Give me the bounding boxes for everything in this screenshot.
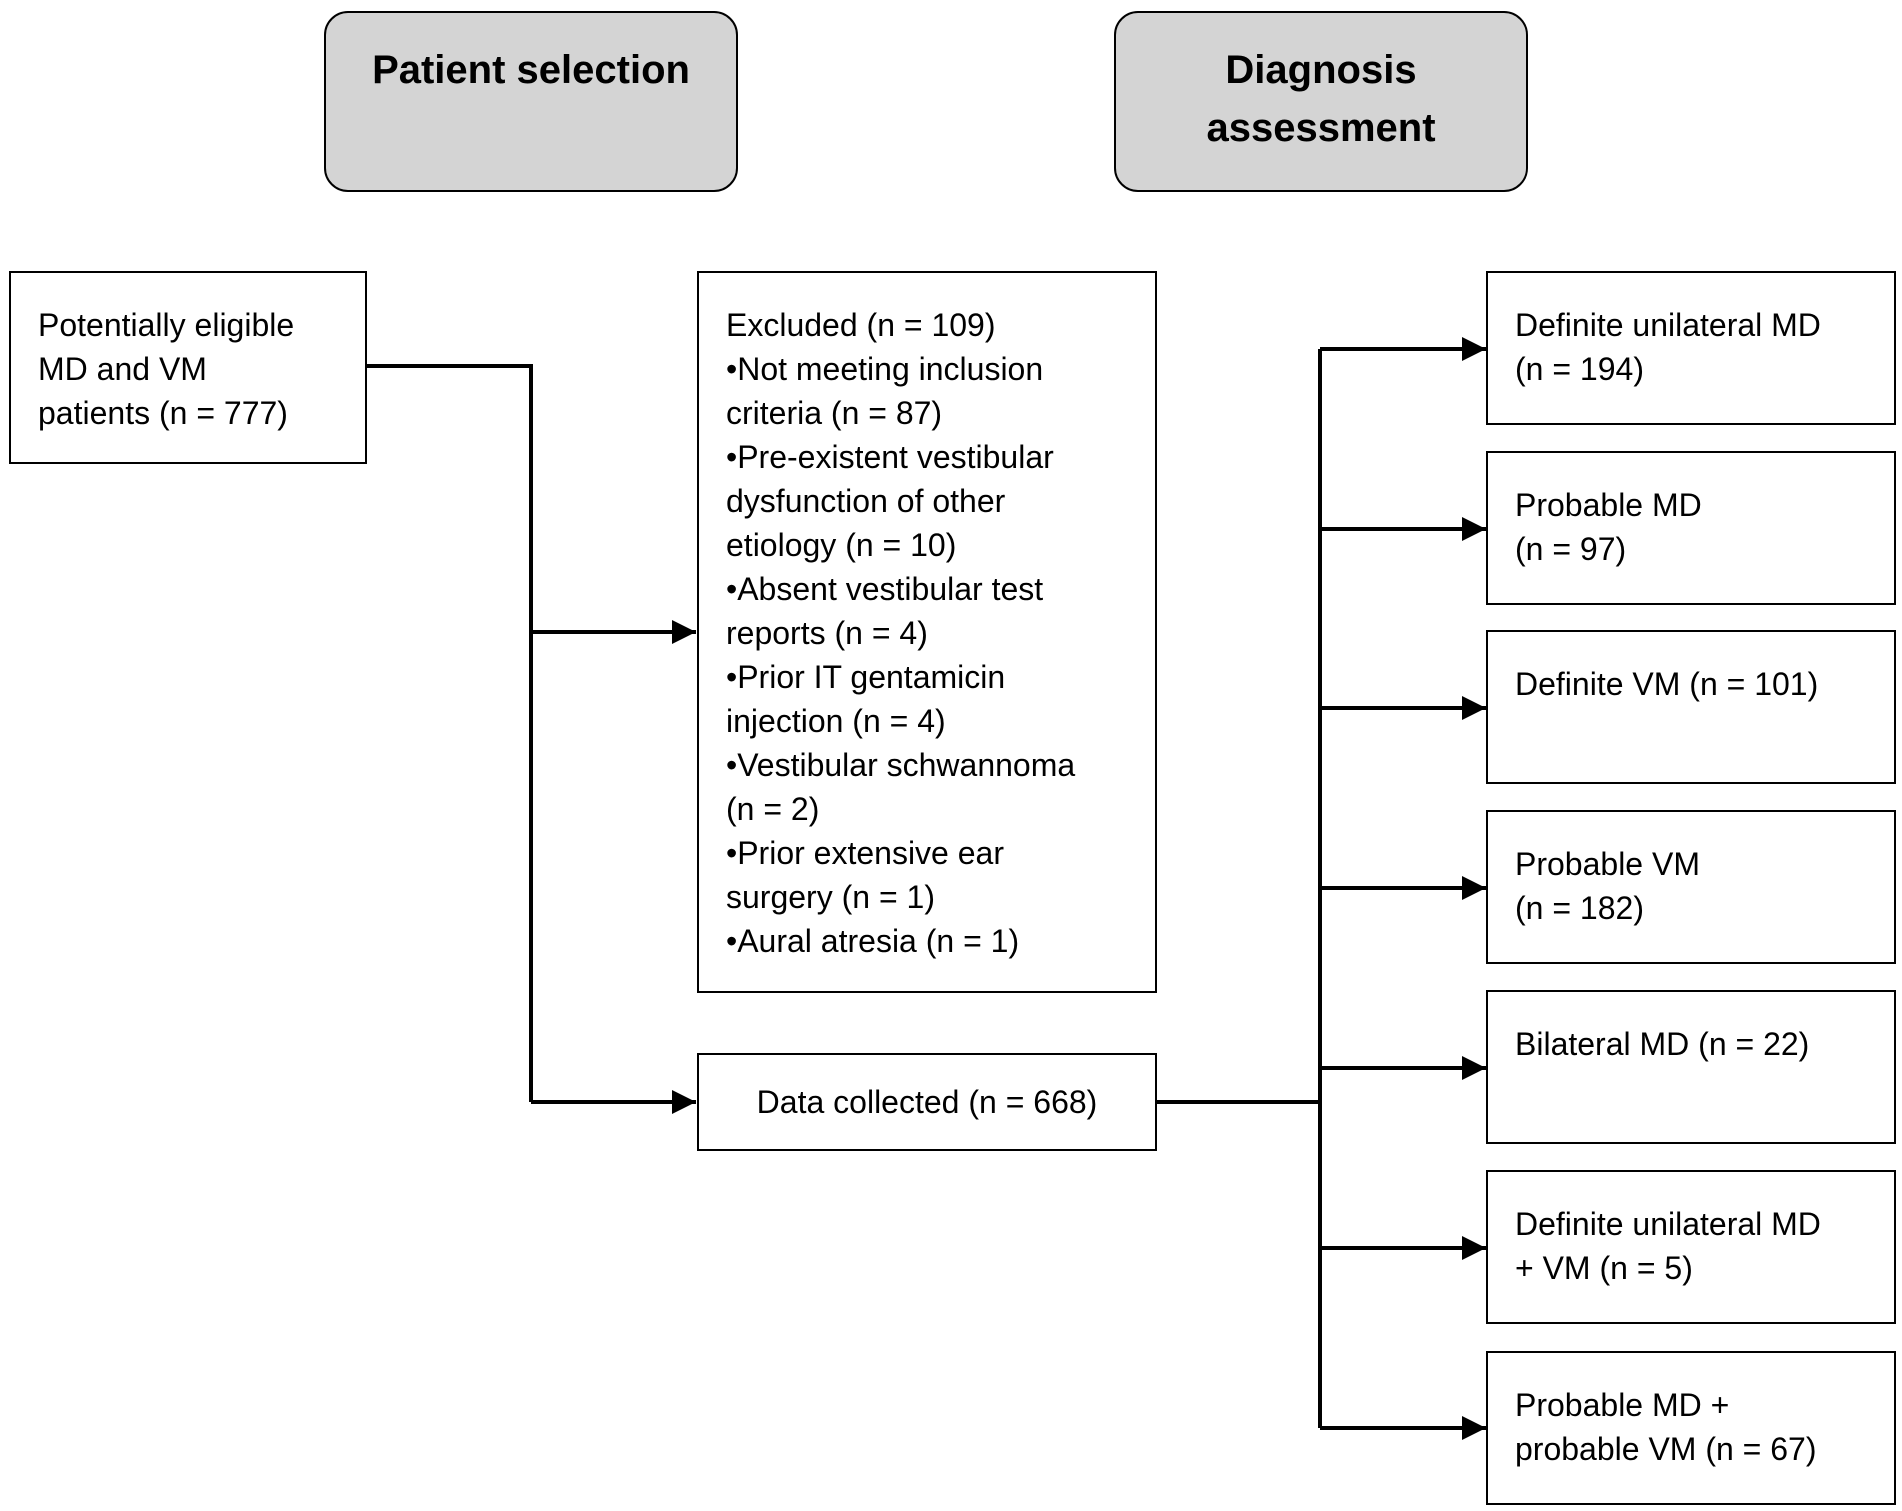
excluded-box: Excluded (n = 109) •Not meeting inclusio…: [697, 271, 1157, 993]
diagnosis-count: probable VM (n = 67): [1515, 1431, 1817, 1467]
eligible-connector: [366, 364, 533, 1102]
excluded-reason-line: •Prior IT gentamicin: [726, 659, 1006, 695]
diagnosis-box: Probable MD (n = 97): [1486, 451, 1896, 605]
diagnosis-label: Definite VM (n = 101): [1515, 666, 1819, 702]
diagnosis-box: Definite VM (n = 101): [1486, 630, 1896, 784]
diagnosis-count: (n = 182): [1515, 890, 1644, 926]
excluded-reason-line: •Not meeting inclusion: [726, 351, 1044, 387]
excluded-title: Excluded (n = 109): [726, 307, 996, 343]
excluded-reason-line: •Prior extensive ear: [726, 835, 1004, 871]
diagnosis-assessment-title-line1: Diagnosis: [1225, 48, 1417, 92]
patient-selection-title: Patient selection: [372, 48, 690, 92]
excluded-reason-line: injection (n = 4): [726, 703, 946, 739]
diagnosis-box: Probable VM (n = 182): [1486, 810, 1896, 964]
excluded-reason-line: criteria (n = 87): [726, 395, 943, 431]
diagnosis-box: Bilateral MD (n = 22): [1486, 990, 1896, 1144]
diagnosis-label: Probable MD +: [1515, 1387, 1730, 1423]
patient-selection-header: Patient selection: [324, 11, 738, 192]
diagnosis-box: Definite unilateral MD + VM (n = 5): [1486, 1170, 1896, 1324]
excluded-reason-line: (n = 2): [726, 791, 820, 827]
excluded-reason-line: etiology (n = 10): [726, 527, 957, 563]
data-collected-label: Data collected (n = 668): [756, 1084, 1098, 1120]
data-collected-box: Data collected (n = 668): [697, 1053, 1157, 1151]
diagnosis-box: Probable MD + probable VM (n = 67): [1486, 1351, 1896, 1505]
diagnosis-label: Definite unilateral MD: [1515, 1206, 1821, 1242]
diagnosis-label: Bilateral MD (n = 22): [1515, 1026, 1810, 1062]
eligible-line-3: patients (n = 777): [38, 395, 288, 431]
diagnosis-box: Definite unilateral MD (n = 194): [1486, 271, 1896, 425]
excluded-reason-line: •Absent vestibular test: [726, 571, 1044, 607]
excluded-reason-line: dysfunction of other: [726, 483, 1006, 519]
diagnosis-label: Probable MD: [1515, 487, 1702, 523]
eligible-box: Potentially eligible MD and VM patients …: [9, 271, 367, 464]
excluded-reason-line: surgery (n = 1): [726, 879, 935, 915]
diagnosis-assessment-header: Diagnosis assessment: [1114, 11, 1528, 192]
diagnosis-count: (n = 97): [1515, 531, 1627, 567]
diagnosis-label: Definite unilateral MD: [1515, 307, 1821, 343]
excluded-reason-line: •Pre-existent vestibular: [726, 439, 1054, 475]
eligible-line-2: MD and VM: [38, 351, 207, 387]
diagnosis-count: + VM (n = 5): [1515, 1250, 1693, 1286]
excluded-reason-line: reports (n = 4): [726, 615, 928, 651]
eligible-line-1: Potentially eligible: [38, 307, 295, 343]
diagnosis-count: (n = 194): [1515, 351, 1644, 387]
diagnosis-assessment-title-line2: assessment: [1206, 106, 1436, 150]
excluded-reason-line: •Aural atresia (n = 1): [726, 923, 1020, 959]
diagnosis-label: Probable VM: [1515, 846, 1700, 882]
excluded-reason-line: •Vestibular schwannoma: [726, 747, 1076, 783]
